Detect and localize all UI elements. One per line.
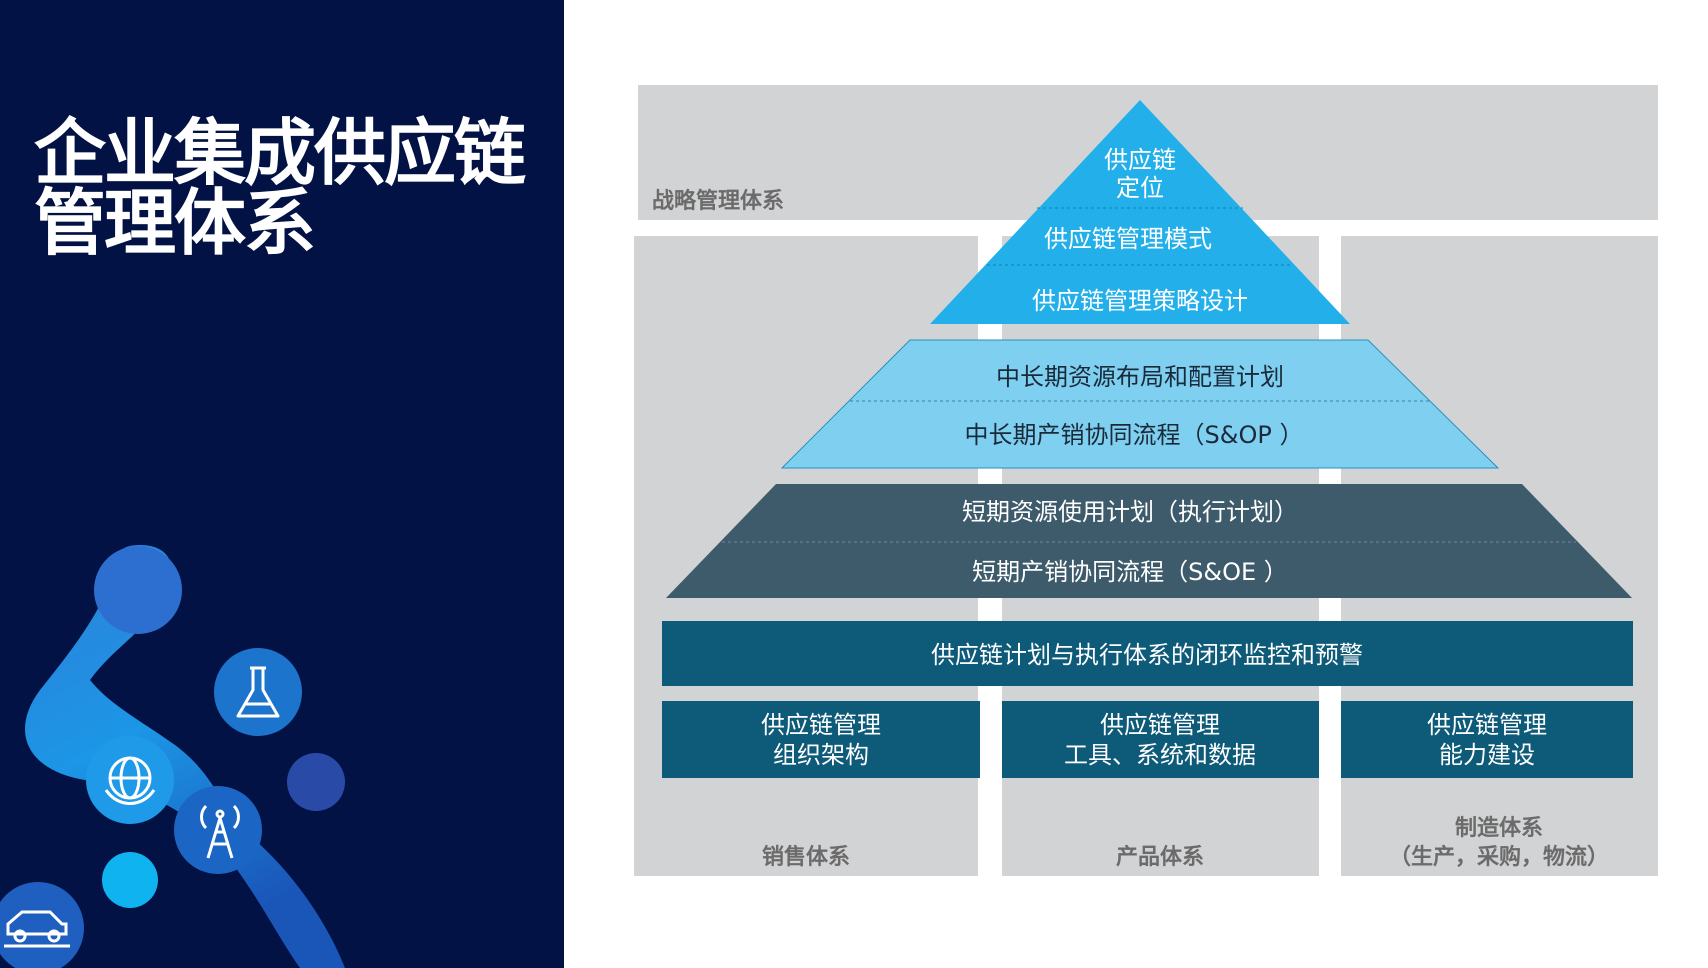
foundation-tools-line-1: 供应链管理	[1100, 711, 1220, 739]
foundation-organization-line-1: 供应链管理	[761, 711, 881, 739]
top-tier-row-3: 供应链管理策略设计	[1032, 287, 1248, 315]
manufacturing-label-line-2: （生产，采购，物流）	[1389, 844, 1609, 870]
decorative-graphic	[0, 545, 345, 968]
pyramid-bottom-tier	[666, 484, 1632, 598]
flask-icon	[236, 666, 280, 718]
top-tier-line-2: 定位	[1116, 174, 1164, 202]
monitoring-banner	[662, 621, 1633, 686]
tower-icon	[200, 804, 240, 859]
strategy-label: 战略管理体系	[652, 188, 784, 214]
slide-title: 企业集成供应链 管理体系	[34, 111, 526, 265]
foundation-capability-line-2: 能力建设	[1439, 741, 1535, 769]
top-tier-row-2: 供应链管理模式	[1044, 225, 1212, 253]
foundation-box-organization	[662, 701, 980, 778]
title-line-2: 管理体系	[34, 181, 316, 265]
sales-label: 销售体系	[762, 844, 850, 870]
foundation-box-tools	[1002, 701, 1319, 778]
left-panel: 企业集成供应链 管理体系	[0, 0, 564, 968]
bottom-tier-row-2: 短期产销协同流程（S&OE ）	[972, 558, 1288, 586]
bottom-tier-row-1: 短期资源使用计划（执行计划）	[962, 498, 1298, 526]
cyan-circle	[102, 852, 158, 908]
top-tier-line-1: 供应链	[1104, 146, 1176, 174]
foundation-capability-line-1: 供应链管理	[1427, 711, 1547, 739]
foundation-box-capability	[1341, 701, 1633, 778]
blob-head-circle	[94, 546, 182, 634]
middle-tier-row-2: 中长期产销协同流程（S&OP ）	[965, 421, 1304, 449]
pyramid-top-tier	[930, 100, 1350, 324]
car-icon	[4, 910, 70, 948]
title-line-1: 企业集成供应链	[34, 111, 526, 195]
monitoring-banner-text: 供应链计划与执行体系的闭环监控和预警	[931, 641, 1363, 669]
globe-icon	[104, 756, 156, 805]
middle-tier-row-1: 中长期资源布局和配置计划	[996, 363, 1284, 391]
pyramid-middle-tier	[780, 339, 1500, 469]
globe-circle	[86, 736, 174, 824]
foundation-tools-line-2: 工具、系统和数据	[1064, 741, 1256, 769]
small-circle	[287, 753, 345, 811]
blob-shape	[25, 545, 345, 968]
foundation-organization-line-2: 组织架构	[773, 741, 869, 769]
tower-circle	[174, 786, 262, 874]
flask-circle	[214, 648, 302, 736]
manufacturing-label-line-1: 制造体系	[1455, 816, 1543, 841]
product-label: 产品体系	[1116, 845, 1204, 870]
